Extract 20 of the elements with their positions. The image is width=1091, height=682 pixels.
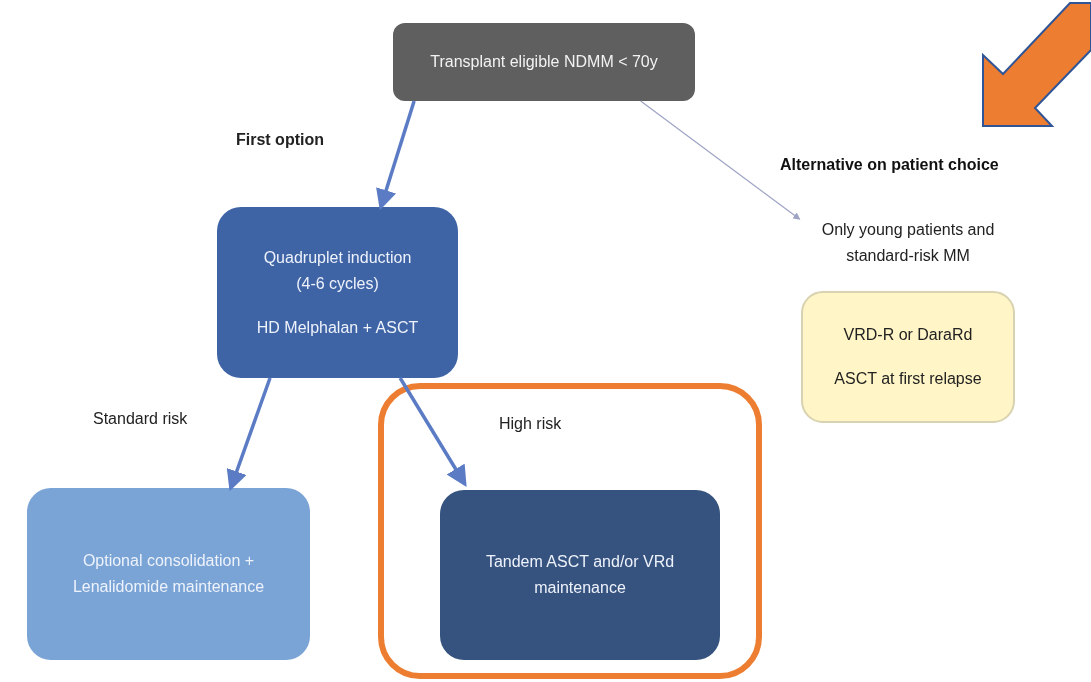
arrow — [376, 100, 416, 211]
edge-label: High risk — [499, 415, 562, 433]
process-box — [27, 488, 310, 660]
section-heading: Alternative on patient choice — [780, 156, 999, 174]
process-box — [801, 291, 1015, 423]
node-text: Tandem ASCT and/or VRd maintenance — [484, 552, 676, 598]
arrow — [640, 100, 801, 220]
edge-label: First option — [236, 131, 324, 149]
node-text: Optional consolidation + Lenalidomide maintenance — [71, 551, 266, 597]
node-text: HD Melphalan + ASCT — [256, 317, 419, 338]
arrow — [226, 377, 272, 492]
process-box — [440, 490, 720, 660]
highlight-frame — [378, 383, 762, 679]
node-text: VRD-R or DaraRd — [843, 325, 973, 345]
process-box — [217, 207, 458, 378]
start-box — [393, 23, 695, 101]
node-text: ASCT at first relapse — [834, 369, 982, 389]
node-text: Quadruplet induction (4-6 cycles) — [262, 247, 413, 294]
node-text: Only young patients and standard-risk MM — [820, 220, 996, 266]
node-text: Transplant eligible NDMM < 70y — [430, 52, 658, 72]
